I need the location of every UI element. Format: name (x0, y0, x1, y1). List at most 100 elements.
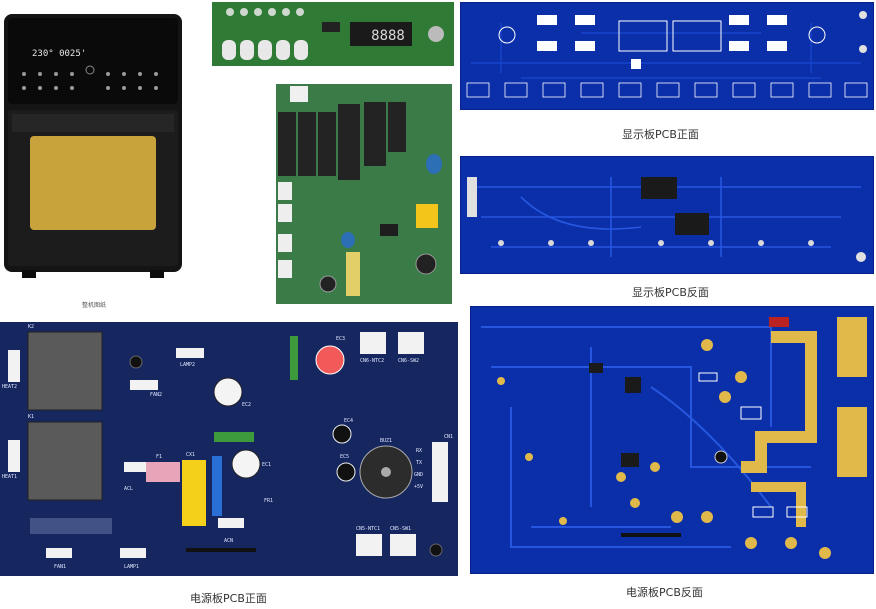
pad (808, 82, 832, 98)
label-cx1: CX1 (186, 452, 196, 458)
capacitor-ec4 (332, 424, 352, 444)
chip (380, 224, 398, 236)
power-pcb-front-drawing (8, 331, 448, 558)
vias (498, 240, 814, 246)
via (588, 240, 594, 246)
traces (471, 23, 861, 79)
connector-cn6-sw2 (398, 332, 424, 354)
connector-cn1 (432, 442, 448, 502)
label-ec1: EC1 (262, 462, 272, 468)
capacitor-ec5 (336, 462, 356, 482)
pad (701, 339, 713, 351)
display-pcb-back (460, 156, 874, 274)
terminal (124, 462, 148, 472)
electrolytic-capacitor (319, 275, 337, 293)
label-fan1: FAN1 (54, 564, 67, 570)
relay (364, 102, 386, 166)
yellow-capacitor (416, 204, 438, 228)
pad (770, 82, 794, 98)
resistor (214, 432, 254, 442)
capacitor-blue (212, 456, 222, 516)
connector-column (278, 182, 292, 278)
pad (844, 82, 868, 98)
label-heat1: HEAT1 (2, 474, 18, 480)
component-outline (752, 506, 774, 518)
component-outline (786, 506, 808, 518)
relay (388, 102, 406, 152)
touch-icon (106, 72, 110, 76)
touch-icon (70, 72, 74, 76)
connector (278, 234, 292, 252)
via (758, 240, 764, 246)
mount-hole (714, 450, 728, 464)
ic (641, 177, 677, 199)
power-trace-gold (751, 482, 806, 527)
touch-icon (38, 72, 42, 76)
chip (322, 22, 340, 32)
caption-power-front: 电源板PCB正面 (190, 592, 267, 605)
top-connector (290, 86, 308, 102)
capacitor-ec1 (231, 449, 261, 479)
led-footprint (808, 26, 826, 44)
touch-icon (38, 86, 42, 90)
via (658, 240, 664, 246)
chip-footprint (631, 59, 641, 69)
pad (580, 82, 604, 98)
slot (186, 548, 256, 552)
pad-grid-top (537, 15, 787, 51)
ic (625, 377, 641, 393)
pad (656, 82, 680, 98)
terminal (120, 548, 146, 558)
connector-cn5-sw1 (390, 534, 416, 556)
terminal (218, 518, 244, 528)
pad (559, 517, 567, 525)
solder-pads (497, 339, 831, 559)
power-icon (85, 65, 95, 75)
led-footprint (498, 26, 516, 44)
terminal (46, 548, 72, 558)
label-ec4: EC4 (344, 418, 354, 424)
display-footprint (672, 20, 722, 52)
diode (769, 317, 789, 327)
relay (318, 112, 336, 176)
pad (537, 15, 557, 25)
buzzer-center (381, 467, 391, 477)
pad (497, 377, 505, 385)
touch-icon (70, 86, 74, 90)
label-cn1: CN1 (444, 434, 454, 440)
label-cn5-sw1: CN5-SW1 (390, 526, 412, 532)
touch-icon (22, 86, 26, 90)
touch-icon (154, 86, 158, 90)
blue-capacitor (341, 232, 355, 248)
label-buz1: BUZ1 (380, 438, 393, 444)
slot (621, 533, 681, 537)
oven-photo: 230° 0025' (2, 12, 184, 282)
pad (719, 391, 731, 403)
touch-key (258, 40, 272, 60)
capacitor-ec2 (213, 377, 243, 407)
label-k2: K2 (28, 324, 35, 330)
pad (732, 82, 756, 98)
display-board-drawing: 8888 (212, 2, 454, 66)
display-pcb-back-drawing (467, 177, 866, 262)
label-heat2: HEAT2 (2, 384, 18, 390)
display-footprint (618, 20, 668, 52)
touch-key (222, 40, 236, 60)
mount-hole (859, 11, 867, 19)
ic (621, 453, 639, 467)
label-acn: ACN (224, 538, 234, 544)
relay-row (278, 102, 406, 180)
side-connector (467, 177, 477, 217)
mount-hole (428, 26, 444, 42)
pad (650, 462, 660, 472)
display-digits: 8888 (371, 28, 405, 44)
label-k1: K1 (28, 414, 35, 420)
via (548, 240, 554, 246)
pad (537, 41, 557, 51)
pad (767, 15, 787, 25)
label-fr1: FR1 (264, 498, 274, 504)
touch-key-row (222, 40, 308, 60)
caption-display-front: 显示板PCB正面 (622, 128, 699, 141)
label-ec5: EC5 (340, 454, 350, 460)
display-pcb-front (460, 2, 874, 110)
